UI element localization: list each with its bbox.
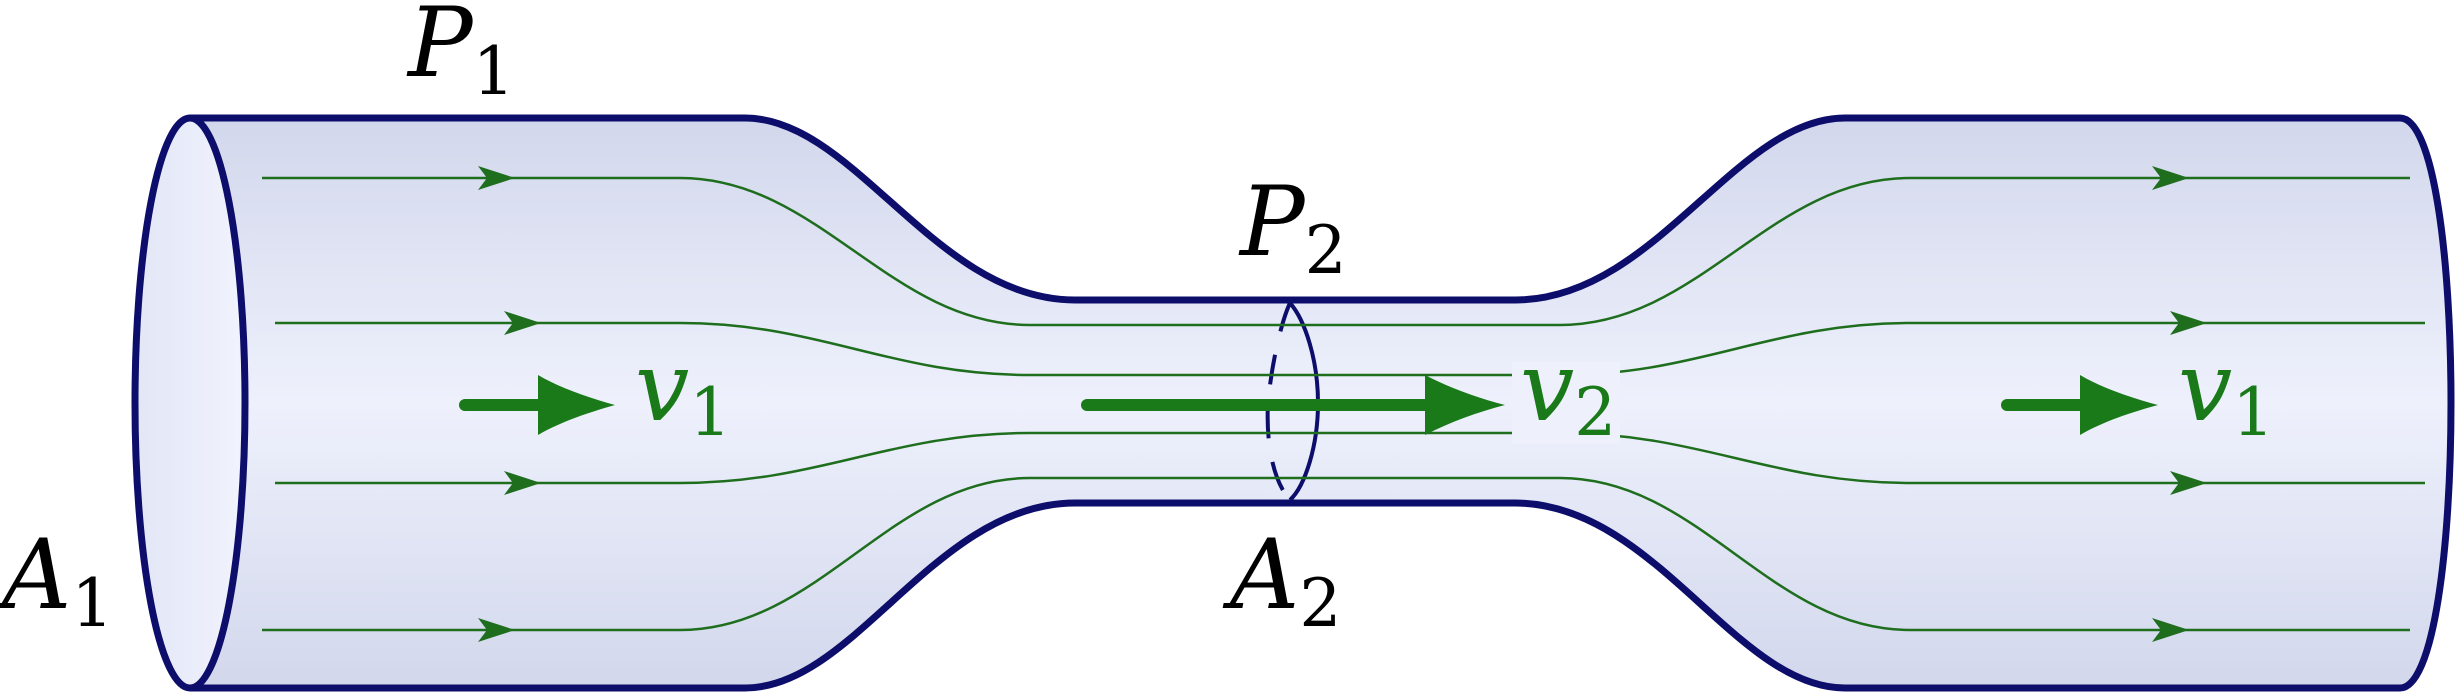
streamlines bbox=[262, 176, 2425, 632]
velocity-arrow-right-head bbox=[2080, 375, 2158, 435]
label-v2-main: v bbox=[1520, 331, 1574, 443]
label-p1-main: P bbox=[406, 0, 474, 99]
streamline-2 bbox=[275, 321, 2425, 377]
velocity-arrow-center-head bbox=[1425, 375, 1505, 435]
streamline-3 bbox=[275, 431, 2425, 485]
label-v1-right-main: v bbox=[2178, 331, 2232, 443]
label-p2-sub: 2 bbox=[1305, 212, 1347, 289]
label-p1: P1 bbox=[406, 0, 515, 110]
arrowhead-icon bbox=[2170, 311, 2207, 335]
arrowhead-icon bbox=[2152, 166, 2189, 190]
arrowhead-icon bbox=[504, 311, 541, 335]
left-opening-ellipse bbox=[131, 114, 249, 692]
label-v1-left-main: v bbox=[635, 331, 689, 443]
label-v2: v2 bbox=[1520, 331, 1616, 451]
arrowhead-icon bbox=[478, 166, 515, 190]
label-v1-left-sub: 1 bbox=[689, 374, 731, 451]
label-v1-right: v1 bbox=[2178, 331, 2274, 451]
label-v2-sub: 2 bbox=[1574, 374, 1616, 451]
arrowhead-icon bbox=[504, 471, 541, 495]
v2-label-backdrop bbox=[1512, 362, 1620, 444]
label-p2: P2 bbox=[1238, 166, 1347, 289]
tube-top-outline bbox=[190, 114, 2400, 304]
tube-bottom-outline bbox=[190, 499, 2400, 692]
label-a2: A2 bbox=[1222, 519, 1341, 642]
label-a1-main: A bbox=[0, 519, 71, 631]
arrowhead-icon bbox=[2170, 471, 2207, 495]
streamline-arrowheads bbox=[478, 166, 2207, 642]
label-a1: A1 bbox=[0, 519, 113, 642]
arrowhead-icon bbox=[2152, 618, 2189, 642]
streamline-1 bbox=[262, 176, 2410, 327]
label-v1-left: v1 bbox=[635, 331, 731, 451]
label-v1-right-sub: 1 bbox=[2232, 374, 2274, 451]
velocity-arrow-left-head bbox=[538, 375, 615, 435]
label-a2-main: A bbox=[1222, 519, 1299, 631]
label-a1-sub: 1 bbox=[71, 565, 113, 642]
label-p2-main: P bbox=[1238, 166, 1306, 278]
label-a2-sub: 2 bbox=[1299, 565, 1341, 642]
velocity-arrows bbox=[459, 375, 2158, 435]
arrowhead-icon bbox=[478, 618, 515, 642]
streamline-4 bbox=[262, 476, 2410, 632]
right-end-cap bbox=[2399, 114, 2455, 692]
label-p1-sub: 1 bbox=[473, 33, 515, 110]
